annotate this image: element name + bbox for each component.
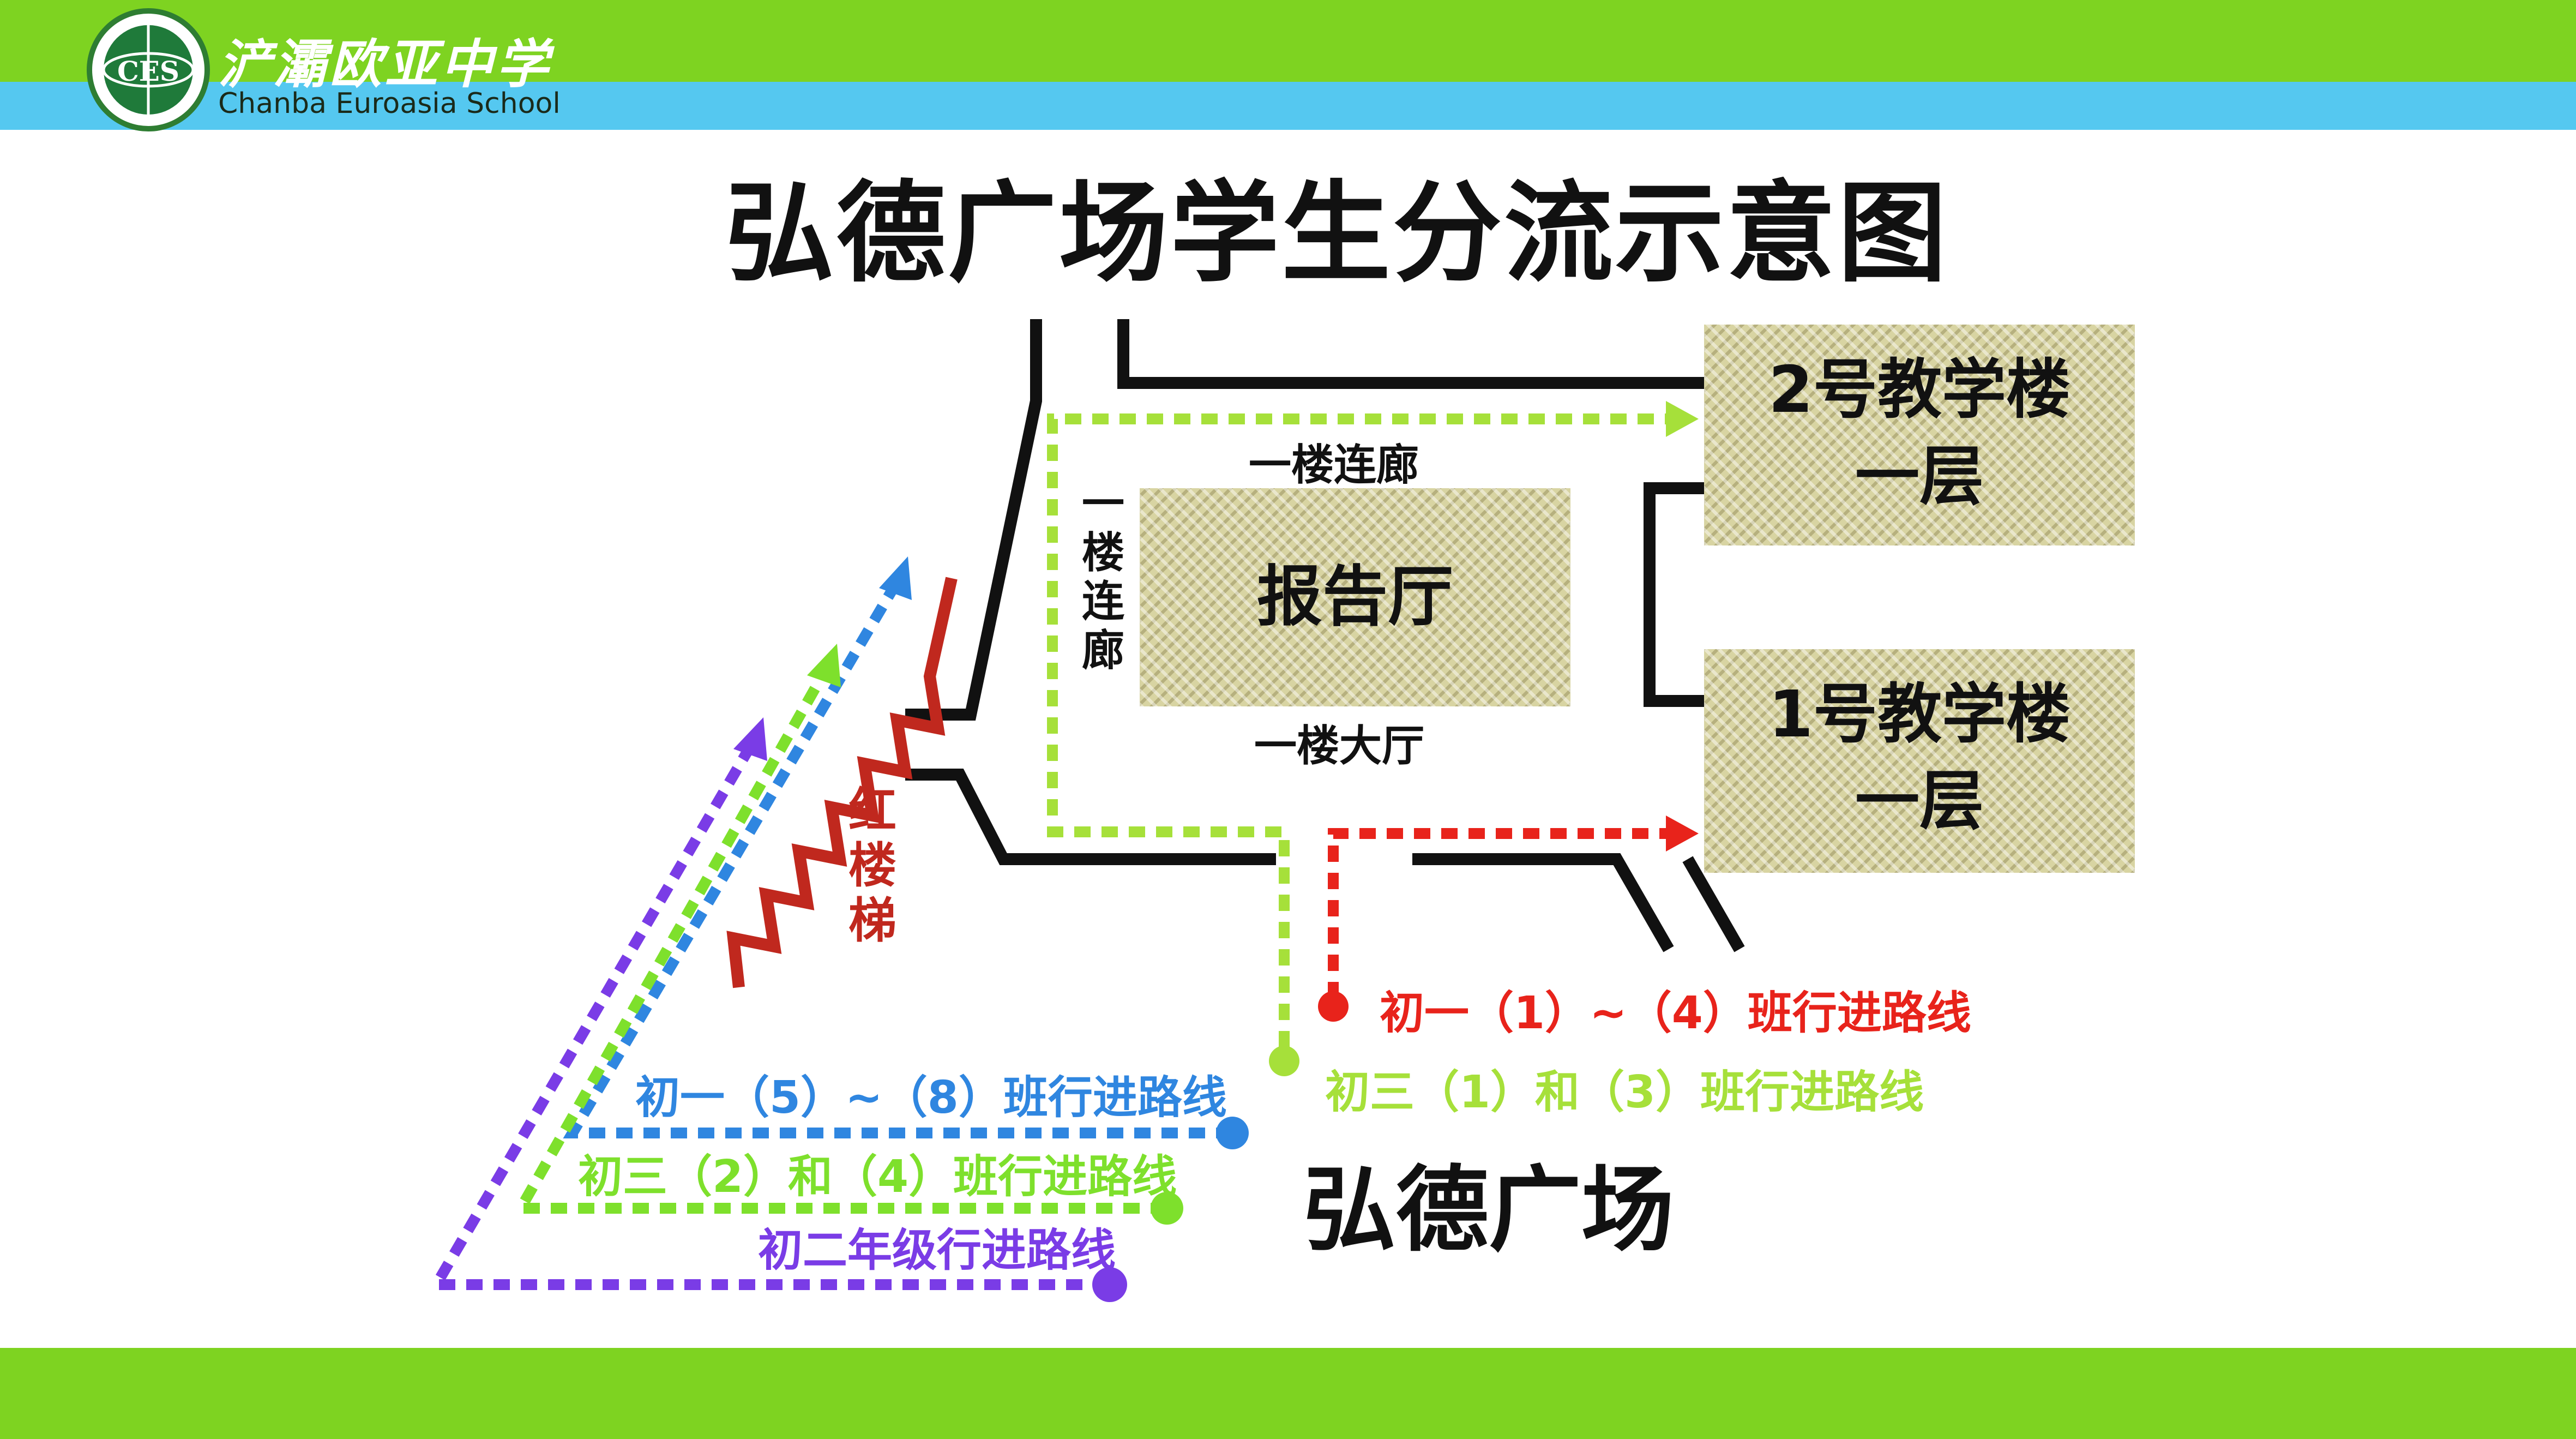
wall-lower-right-2 [1682,856,1745,952]
lecture-hall-label: 报告厅 [1257,559,1453,635]
red-stairs-zigzag [726,577,958,988]
route-grade3-1-3-start-icon [1269,1046,1299,1076]
bottom-green-band [0,1348,2576,1439]
route-grade1-1-4-arrow-icon [1666,816,1699,852]
lobby-label: 一楼大厅 [1254,722,1425,771]
school-name-en: Chanba Euroasia School [218,87,561,120]
route-label-grade2: 初二年级行进路线 [758,1225,1116,1276]
route-grade2-start-icon [1092,1267,1127,1302]
building-1-name: 1号教学楼 [1768,676,2071,752]
building-2-name: 2号教学楼 [1768,352,2071,427]
route-grade1-1-4-start-icon [1318,991,1349,1022]
route-grade1-5-8-arrow-icon [879,556,912,600]
route-grade2 [426,744,1110,1290]
page-title: 弘德广场学生分流示意图 [725,170,1949,297]
route-grade3-1-3-arrow-icon [1666,401,1699,437]
corridor-left-label: 一 楼 连 廊 [1081,479,1124,676]
building-2-floor-1: 2号教学楼 一层 [1704,325,2135,545]
school-name-cn: 浐灞欧亚中学 [218,33,552,95]
lecture-hall: 报告厅 [1140,488,1570,706]
route-label-grade3-1-3: 初三（1）和（3）班行进路线 [1325,1066,1924,1118]
route-grade1-classes-5-8 [563,583,1232,1138]
route-label-grade3-2-4: 初三（2）和（4）班行进路线 [578,1151,1177,1203]
top-blue-band [0,82,2576,130]
building-1-floor: 一层 [1855,763,1984,839]
route-grade3-classes-1-3 [1047,413,1666,1047]
wall-top-left [905,319,1042,721]
route-label-grade1-5-8: 初一（5）~（8）班行进路线 [635,1072,1227,1124]
top-green-band [0,0,2576,82]
building-2-floor: 一层 [1855,439,1984,514]
route-grade1-5-8-start-icon [1216,1117,1249,1149]
route-grade3-2-4-start-icon [1151,1192,1183,1225]
wall-bracket [1644,482,1704,707]
red-stairs-label: 红 楼 梯 [848,782,896,949]
route-grade1-classes-1-4 [1328,828,1666,998]
corridor-top-label: 一楼连廊 [1249,441,1419,490]
route-grade3-2-4-arrow-icon [807,644,841,687]
wall-top [1117,319,1704,389]
plaza-label: 弘德广场 [1303,1156,1675,1264]
building-1-floor-1: 1号教学楼 一层 [1704,649,2135,873]
wall-lower-left [905,769,1276,865]
route-label-grade1-1-4: 初一（1）~（4）班行进路线 [1380,987,1971,1039]
wall-lower-right [1412,853,1674,952]
route-grade2-arrow-icon [733,717,767,761]
